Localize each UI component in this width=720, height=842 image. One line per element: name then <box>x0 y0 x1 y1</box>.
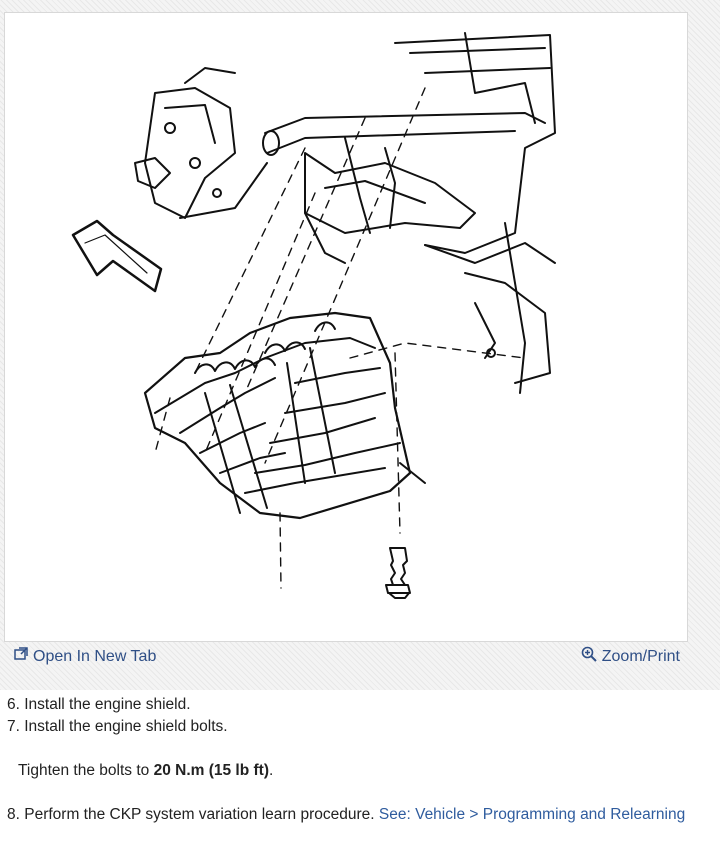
step-6: 6. Install the engine shield. <box>7 696 191 713</box>
engine-shield-diagram <box>4 12 688 642</box>
open-in-new-tab-link[interactable]: Open In New Tab <box>14 646 156 668</box>
figure-toolbar: Open In New Tab Zoom/Print <box>4 642 686 672</box>
zoom-print-link[interactable]: Zoom/Print <box>581 646 680 668</box>
torque-note-prefix: Tighten the bolts to <box>18 762 154 779</box>
torque-value: 20 N.m (15 lb ft) <box>153 762 269 779</box>
zoom-print-label: Zoom/Print <box>601 648 680 665</box>
step-8-text: 8. Perform the CKP system variation lear… <box>7 806 379 823</box>
open-in-new-tab-label: Open In New Tab <box>33 648 157 665</box>
step-8: 8. Perform the CKP system variation lear… <box>7 804 713 826</box>
torque-note-suffix: . <box>269 762 274 779</box>
step-7: 7. Install the engine shield bolts. <box>7 718 228 735</box>
torque-note: Tighten the bolts to 20 N.m (15 lb ft). <box>7 760 713 782</box>
programming-relearning-link[interactable]: See: Vehicle > Programming and Relearnin… <box>378 806 686 823</box>
open-new-tab-icon <box>14 646 28 668</box>
procedure-steps: 6. Install the engine shield. 7. Install… <box>7 694 713 826</box>
magnifier-plus-icon <box>581 646 597 669</box>
engine-shield-illustration <box>71 32 556 599</box>
